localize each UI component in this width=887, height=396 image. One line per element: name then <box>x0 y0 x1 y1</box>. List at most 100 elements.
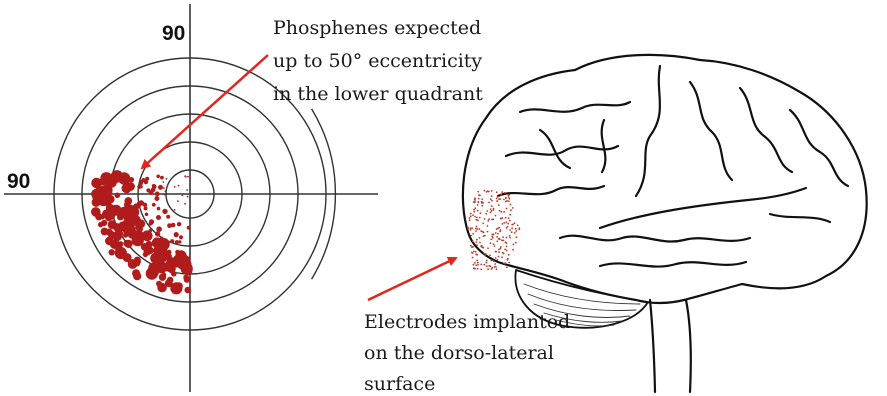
electrode-dot <box>494 263 496 265</box>
phosphene-dot <box>108 231 116 239</box>
electrode-dot <box>487 220 489 222</box>
electrode-annotation: Electrodes implanted on the dorso-latera… <box>364 311 570 395</box>
phosphene-dot <box>100 172 111 183</box>
electrode-dot <box>474 216 476 218</box>
phosphene-dot <box>144 206 148 210</box>
phosphene-dot <box>182 195 184 197</box>
electrode-dot <box>498 256 500 258</box>
electrode-text-line-1: Electrodes implanted <box>364 311 570 333</box>
electrode-dot <box>509 229 511 231</box>
phosphene-dot <box>164 190 166 192</box>
electrode-dot <box>496 236 498 238</box>
electrode-dot <box>510 209 512 211</box>
electrode-dot <box>479 237 481 239</box>
electrode-dot <box>492 237 494 239</box>
electrode-dot <box>474 199 476 201</box>
phosphene-dot <box>136 274 141 279</box>
phosphene-dot <box>130 207 134 211</box>
electrode-dot <box>498 251 500 253</box>
phosphene-dot <box>178 185 180 187</box>
electrode-dot <box>489 212 491 214</box>
electrode-dot <box>477 228 479 230</box>
electrode-dot <box>509 214 511 216</box>
electrode-dot <box>477 264 479 266</box>
gyrus-line <box>770 214 830 222</box>
phosphene-dot <box>111 170 124 183</box>
electrode-dot <box>488 218 490 220</box>
electrode-dot <box>490 198 492 200</box>
electrode-dot <box>501 211 503 213</box>
phosphene-dot <box>184 175 186 177</box>
electrode-dot <box>491 234 493 236</box>
electrode-dot <box>506 267 508 269</box>
electrode-dot <box>497 196 499 198</box>
phosphene-dot <box>109 249 115 255</box>
electrode-dot <box>501 256 503 258</box>
electrode-dot <box>491 195 493 197</box>
electrode-dot <box>470 215 472 217</box>
phosphene-dot <box>143 203 147 207</box>
electrode-dot <box>493 209 495 211</box>
electrode-dot <box>477 210 479 212</box>
electrode-dot <box>506 227 508 229</box>
phosphene-dot <box>184 276 190 282</box>
phosphene-text-line-1: Phosphenes expected <box>273 17 481 39</box>
electrode-dot <box>495 215 497 217</box>
electrode-dot <box>493 243 495 245</box>
electrode-dot <box>488 202 490 204</box>
electrode-dot <box>481 205 483 207</box>
phosphene-dot <box>155 192 160 197</box>
phosphene-dot <box>166 215 170 219</box>
electrode-dot <box>493 260 495 262</box>
electrode-dot <box>491 205 493 207</box>
electrode-dot <box>509 237 511 239</box>
electrode-dot <box>476 217 478 219</box>
brainstem <box>650 300 655 392</box>
phosphene-arrow <box>142 55 268 168</box>
axis-label-top: 90 <box>162 22 185 45</box>
phosphene-dot <box>156 175 160 179</box>
electrode-dot <box>480 264 482 266</box>
electrode-dot <box>500 246 502 248</box>
electrode-dot <box>491 267 493 269</box>
phosphene-dot <box>134 257 141 264</box>
electrode-dot <box>516 236 518 238</box>
electrode-dot <box>496 228 498 230</box>
phosphene-dot <box>174 186 176 188</box>
electrode-dot <box>478 198 480 200</box>
gyrus-line <box>540 130 570 168</box>
electrode-dot <box>500 229 502 231</box>
electrode-dot <box>507 259 509 261</box>
phosphene-dot <box>166 178 168 180</box>
electrode-dot <box>477 204 479 206</box>
electrode-dot <box>487 268 489 270</box>
electrode-dot <box>500 218 502 220</box>
lateral-fissure <box>600 188 806 228</box>
electrode-dot <box>512 244 514 246</box>
electrode-dot <box>473 264 475 266</box>
gyrus-line <box>790 110 848 186</box>
phosphene-dot <box>164 241 169 246</box>
electrode-dot <box>502 252 504 254</box>
electrode-dot <box>501 191 503 193</box>
phosphene-dot <box>157 207 161 211</box>
phosphene-dot <box>118 242 122 246</box>
phosphene-dot <box>98 222 103 227</box>
electrode-dot <box>487 247 489 249</box>
electrode-dot <box>506 250 508 252</box>
phosphene-dot <box>185 287 192 294</box>
electrode-dot <box>507 223 509 225</box>
electrode-dot <box>511 224 513 226</box>
electrode-dot <box>473 211 475 213</box>
electrode-dot <box>491 210 493 212</box>
phosphene-dot <box>137 185 141 189</box>
electrode-dot <box>475 264 477 266</box>
electrode-dot <box>478 201 480 203</box>
electrode-dot <box>475 254 477 256</box>
electrode-dot <box>503 222 505 224</box>
phosphene-dot <box>146 267 158 279</box>
electrode-dot <box>483 264 485 266</box>
phosphene-dot <box>174 232 179 237</box>
phosphene-dot <box>137 219 145 227</box>
phosphene-dot <box>162 181 164 183</box>
